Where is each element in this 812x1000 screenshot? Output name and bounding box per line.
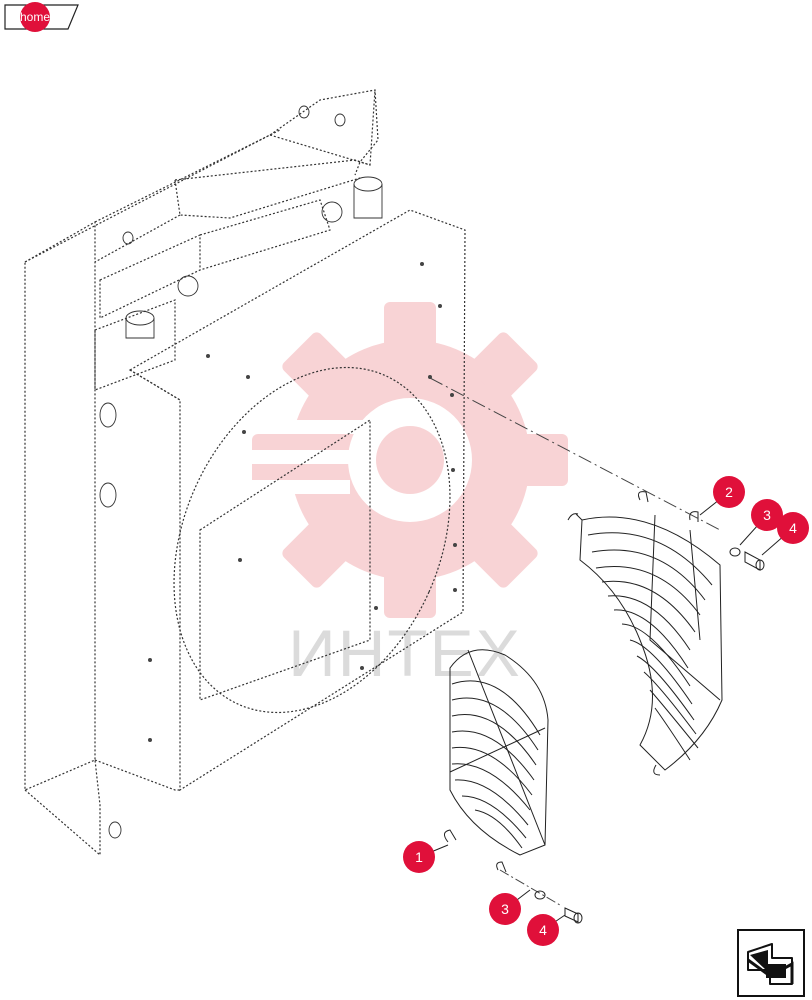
washer-bolt-lower [534, 890, 583, 924]
radiator-assembly [24, 89, 721, 906]
callout-4-lower[interactable]: 4 [527, 914, 559, 946]
home-button[interactable]: home [4, 2, 79, 32]
watermark-text: ИНТЕХ [288, 616, 521, 690]
callout-2[interactable]: 2 [713, 476, 745, 508]
callout-label: 4 [789, 520, 797, 536]
callout-4-upper[interactable]: 4 [777, 512, 809, 544]
fan-guard-left [444, 649, 549, 873]
gear-logo-icon: ИНТЕХ [240, 302, 568, 690]
home-label: home [20, 10, 50, 24]
callout-3-upper[interactable]: 3 [751, 499, 783, 531]
callout-1[interactable]: 1 [403, 841, 435, 873]
callout-label: 2 [725, 484, 733, 500]
filler-neck [125, 176, 383, 339]
arrow-turn-icon[interactable] [737, 929, 805, 997]
fan-guard-right [567, 491, 723, 776]
washer-bolt-upper [729, 547, 765, 571]
callout-label: 1 [415, 849, 423, 865]
callout-label: 3 [763, 507, 771, 523]
callout-label: 3 [501, 901, 509, 917]
callout-label: 4 [539, 922, 547, 938]
callout-3-lower[interactable]: 3 [489, 893, 521, 925]
